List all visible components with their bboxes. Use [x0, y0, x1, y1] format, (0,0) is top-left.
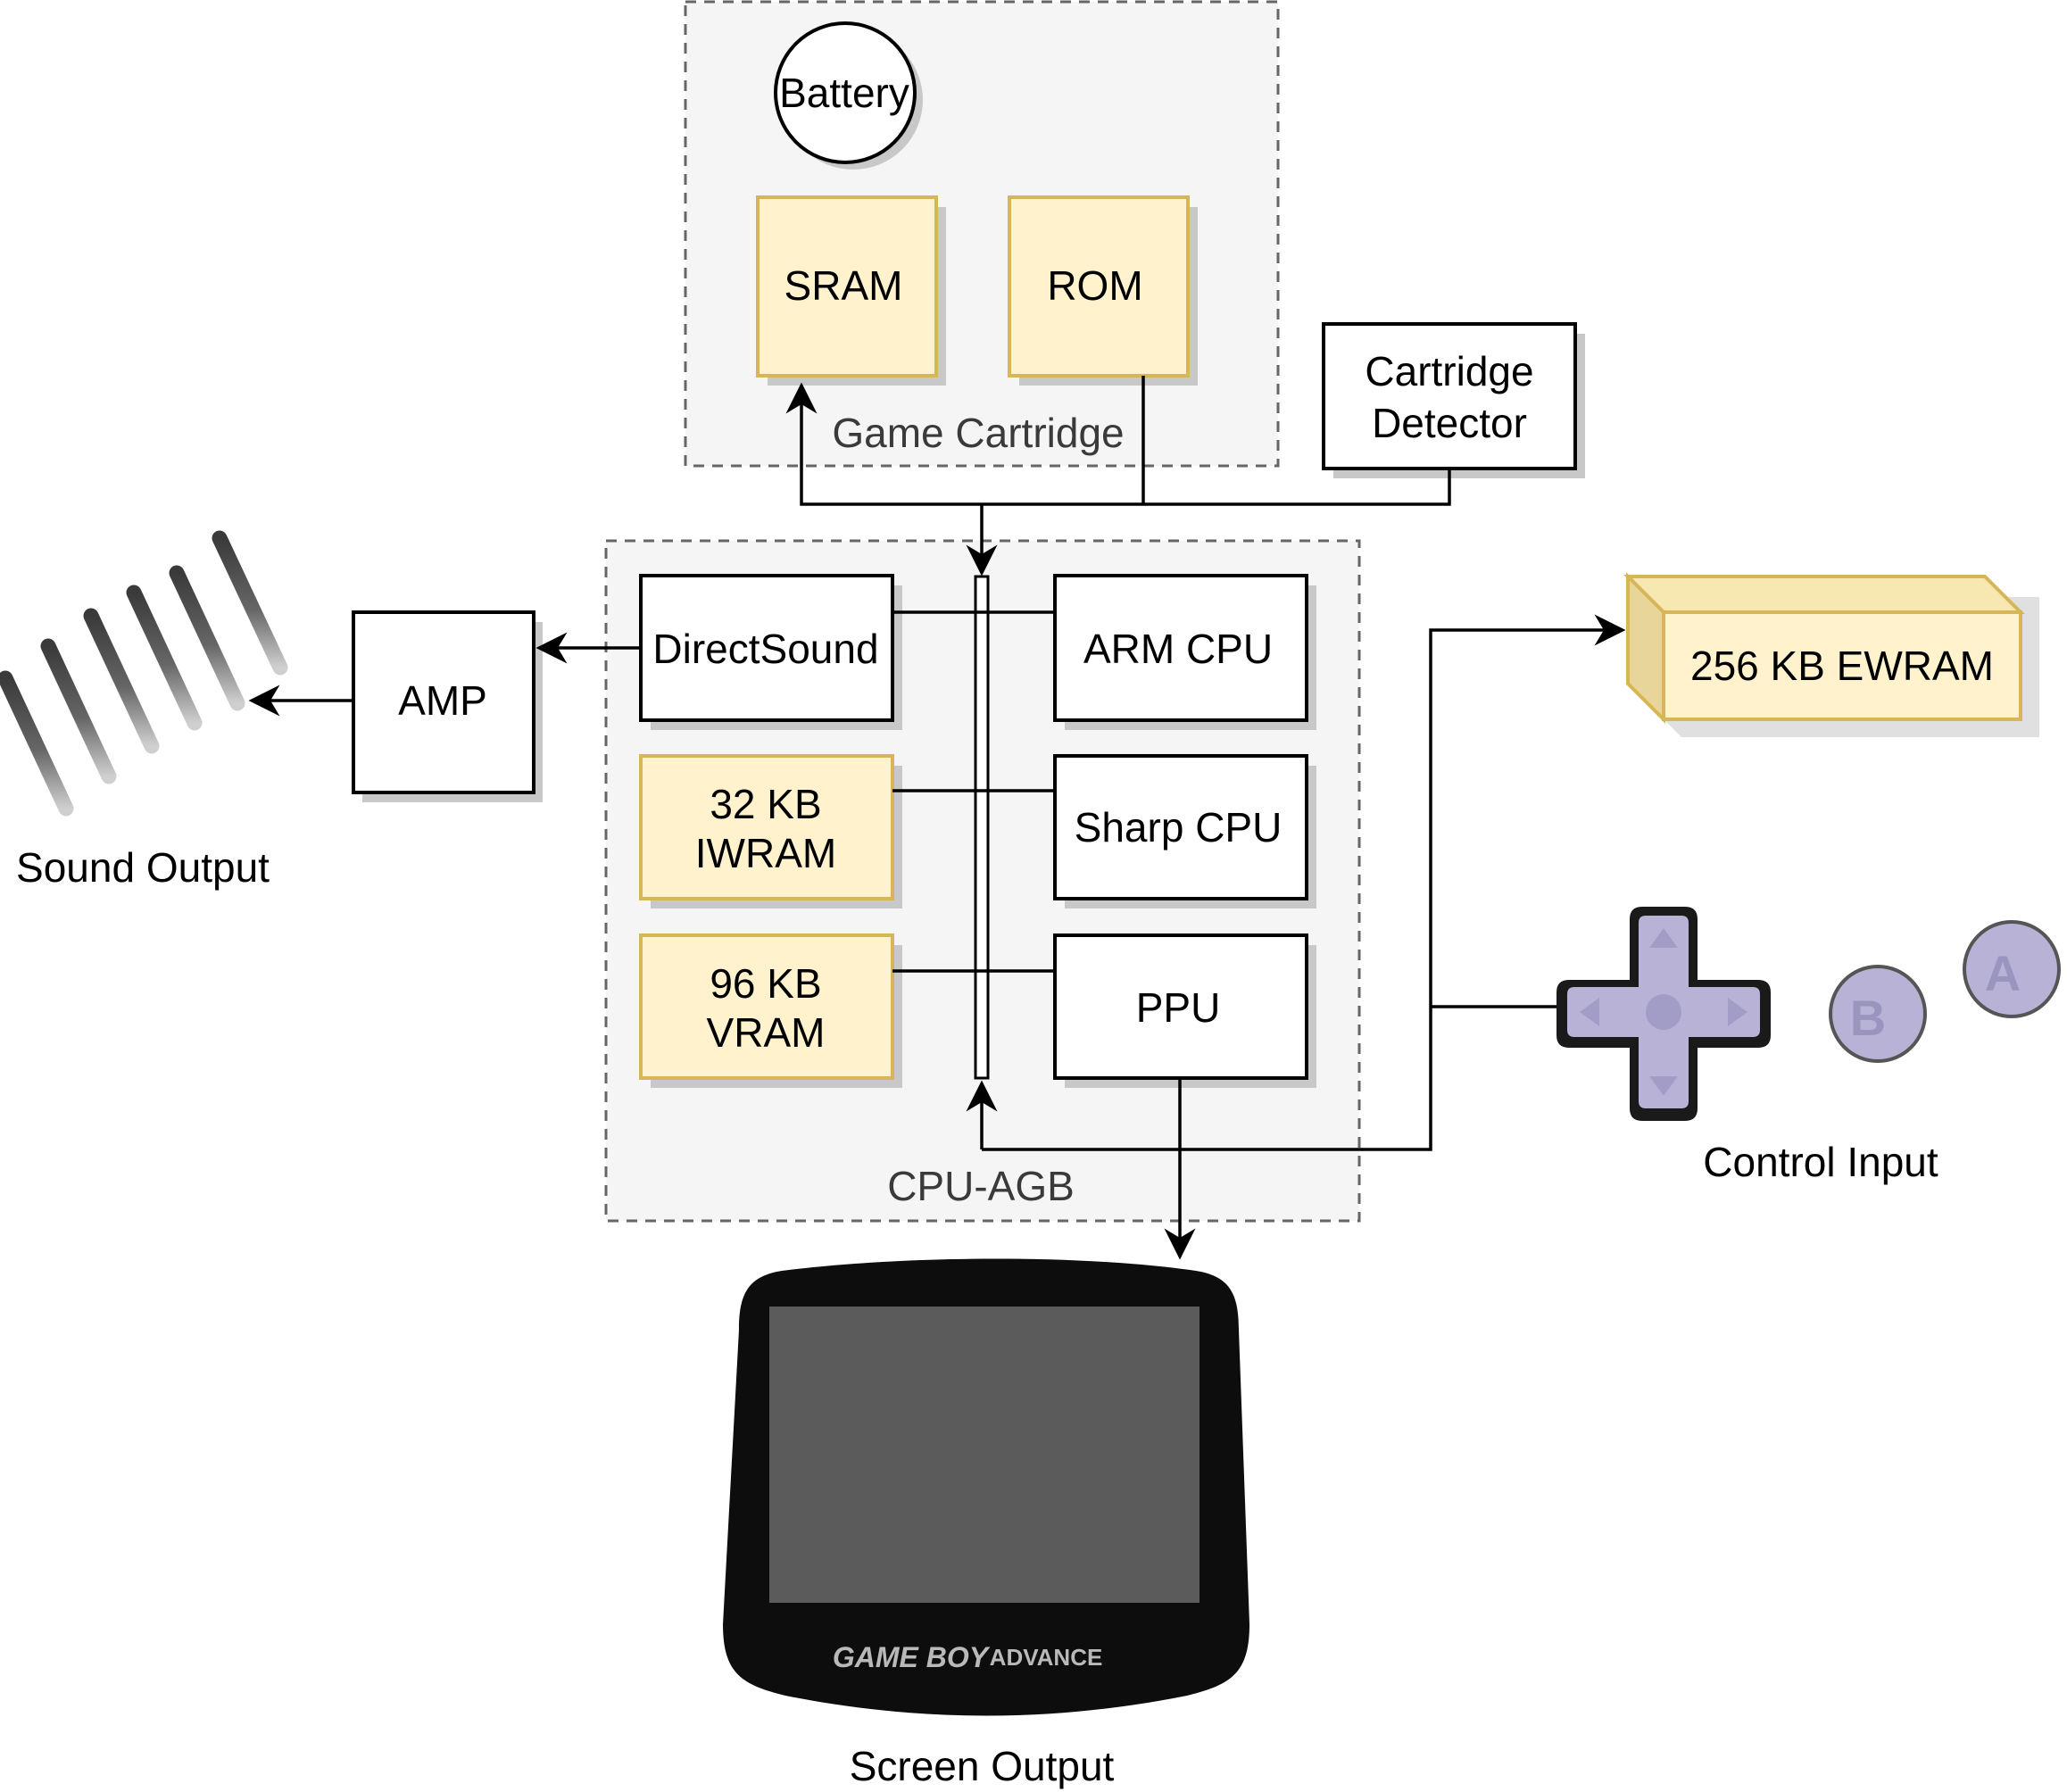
- gameboy-advance-icon: GAME BOY ADVANCE: [723, 1258, 1249, 1716]
- gba-logo-advance: ADVANCE: [990, 1644, 1103, 1671]
- amp-node[interactable]: AMP: [352, 610, 543, 802]
- arm-cpu-node[interactable]: ARM CPU: [1053, 574, 1316, 730]
- a-button-label: A: [1985, 945, 2021, 1001]
- cpu-agb-label: CPU-AGB: [887, 1163, 1075, 1209]
- system-bus: [974, 575, 990, 1080]
- control-input-label: Control Input: [1703, 1139, 1938, 1185]
- screen-display: [769, 1307, 1200, 1603]
- rom-node[interactable]: ROM: [1008, 195, 1198, 386]
- vram-node[interactable]: 96 KB VRAM: [639, 933, 902, 1088]
- speaker-icon: [0, 530, 288, 817]
- iwram-label-line2: IWRAM: [695, 830, 836, 876]
- sharp-cpu-label: Sharp CPU: [1075, 804, 1283, 850]
- directsound-node[interactable]: DirectSound: [639, 574, 902, 730]
- cartridge-detector-label-line2: Detector: [1372, 400, 1527, 446]
- ewram-node[interactable]: 256 KB EWRAM: [1623, 572, 2039, 737]
- cartridge-detector-node[interactable]: Cartridge Detector: [1322, 322, 1585, 478]
- sram-node[interactable]: SRAM: [756, 195, 946, 386]
- battery-label: Battery: [779, 70, 909, 116]
- amp-label: AMP: [398, 677, 487, 724]
- iwram-label-line1: 32 KB: [710, 781, 821, 827]
- iwram-node[interactable]: 32 KB IWRAM: [639, 754, 902, 908]
- b-button-label: B: [1850, 990, 1886, 1046]
- sram-label: SRAM: [784, 262, 903, 309]
- game-cartridge-label: Game Cartridge: [832, 410, 1124, 456]
- vram-label-line2: VRAM: [707, 1009, 826, 1056]
- ewram-label: 256 KB EWRAM: [1690, 643, 1994, 689]
- battery-node[interactable]: Battery: [774, 21, 923, 170]
- a-button-icon: A: [1963, 920, 2061, 1018]
- arm-cpu-label: ARM CPU: [1083, 626, 1273, 672]
- gba-logo-text: GAME BOY: [833, 1641, 991, 1673]
- directsound-label: DirectSound: [652, 626, 878, 672]
- ppu-label: PPU: [1136, 984, 1221, 1031]
- vram-label-line1: 96 KB: [710, 960, 821, 1007]
- screen-output-label: Screen Output: [850, 1743, 1115, 1789]
- sharp-cpu-node[interactable]: Sharp CPU: [1053, 754, 1316, 908]
- cartridge-detector-label-line1: Cartridge: [1365, 348, 1533, 394]
- dpad-icon: [1556, 907, 1771, 1121]
- sound-output-label: Sound Output: [16, 844, 270, 891]
- rom-label: ROM: [1047, 262, 1142, 309]
- connectors: [248, 376, 1626, 1260]
- b-button-icon: B: [1829, 965, 1927, 1063]
- ppu-node[interactable]: PPU: [1053, 933, 1316, 1088]
